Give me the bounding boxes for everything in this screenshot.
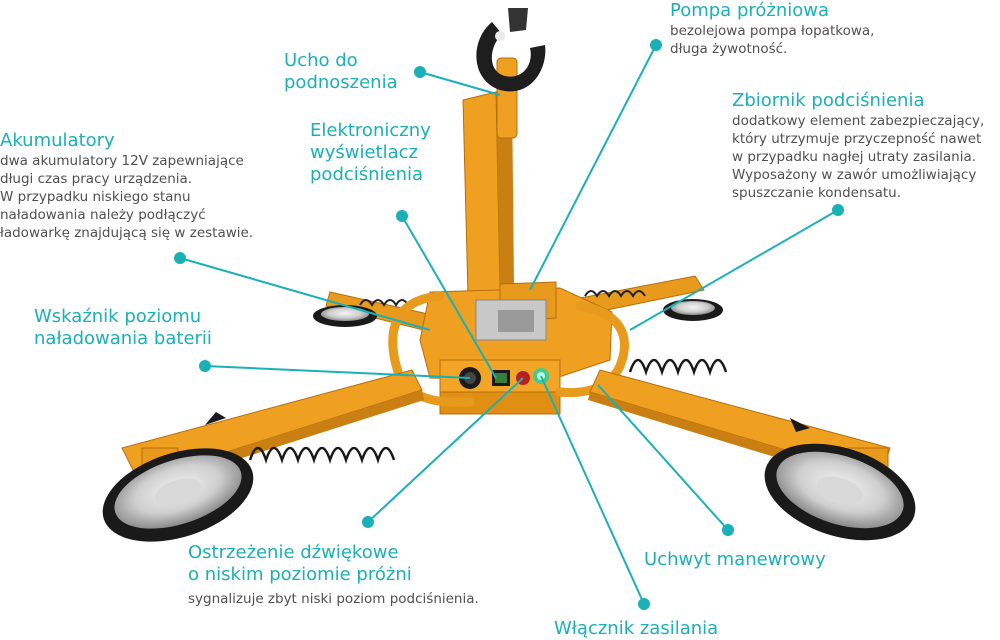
suction-pad-front-left xyxy=(102,448,254,542)
callout-pump: Pompa próżniowa bezolejowa pompa łopatko… xyxy=(670,0,874,58)
suction-pad-front-right xyxy=(764,443,916,541)
leader-display xyxy=(396,210,497,379)
leader-hook xyxy=(414,66,501,96)
callout-charge-title: Wskaźnik poziomu naładowania baterii xyxy=(34,306,212,349)
leader-charge xyxy=(199,360,471,379)
callout-alarm: Ostrzeżenie dźwiękowe o niskim poziomie … xyxy=(188,542,479,608)
callout-alarm-title: Ostrzeżenie dźwiękowe o niskim poziomie … xyxy=(188,542,412,585)
callout-battery-title: Akumulatory xyxy=(0,130,115,151)
suction-pad-back-right xyxy=(663,299,723,321)
callout-battery-description: dwa akumulatory 12V zapewniające długi c… xyxy=(0,153,254,241)
callout-tank: Zbiornik podciśnienia dodatkowy element … xyxy=(732,90,984,202)
control-panel xyxy=(439,359,561,393)
lifting-column xyxy=(462,57,518,297)
coiled-hose-front xyxy=(248,358,728,464)
callout-tank-description: dodatkowy element zabezpieczający, który… xyxy=(732,113,985,201)
leader-power xyxy=(540,375,650,610)
callout-pump-description: bezolejowa pompa łopatkowa, długa żywotn… xyxy=(670,23,875,57)
callout-alarm-description: sygnalizuje zbyt niski poziom podciśnien… xyxy=(188,591,479,607)
callout-tank-title: Zbiornik podciśnienia xyxy=(732,90,925,111)
leader-pump xyxy=(529,39,662,291)
callout-power-title: Włącznik zasilania xyxy=(554,618,719,639)
lifting-hook xyxy=(476,8,546,92)
central-unit xyxy=(419,281,613,415)
callout-battery: Akumulatory dwa akumulatory 12V zapewnia… xyxy=(0,130,253,242)
leader-tank xyxy=(629,204,844,331)
callout-hook-title: Ucho do podnoszenia xyxy=(284,50,398,93)
suction-pad-back-left xyxy=(313,305,377,327)
callout-handle-title: Uchwyt manewrowy xyxy=(644,549,826,570)
coiled-hose-back xyxy=(359,290,646,307)
leader-handle xyxy=(597,384,734,536)
maneuvering-handle xyxy=(388,291,629,407)
callout-leaders xyxy=(174,39,844,610)
leader-battery xyxy=(174,252,431,331)
callout-display-title: Elektroniczny wyświetlacz podciśnienia xyxy=(310,120,431,185)
leader-alarm xyxy=(362,377,524,528)
callout-pump-title: Pompa próżniowa xyxy=(670,0,830,21)
